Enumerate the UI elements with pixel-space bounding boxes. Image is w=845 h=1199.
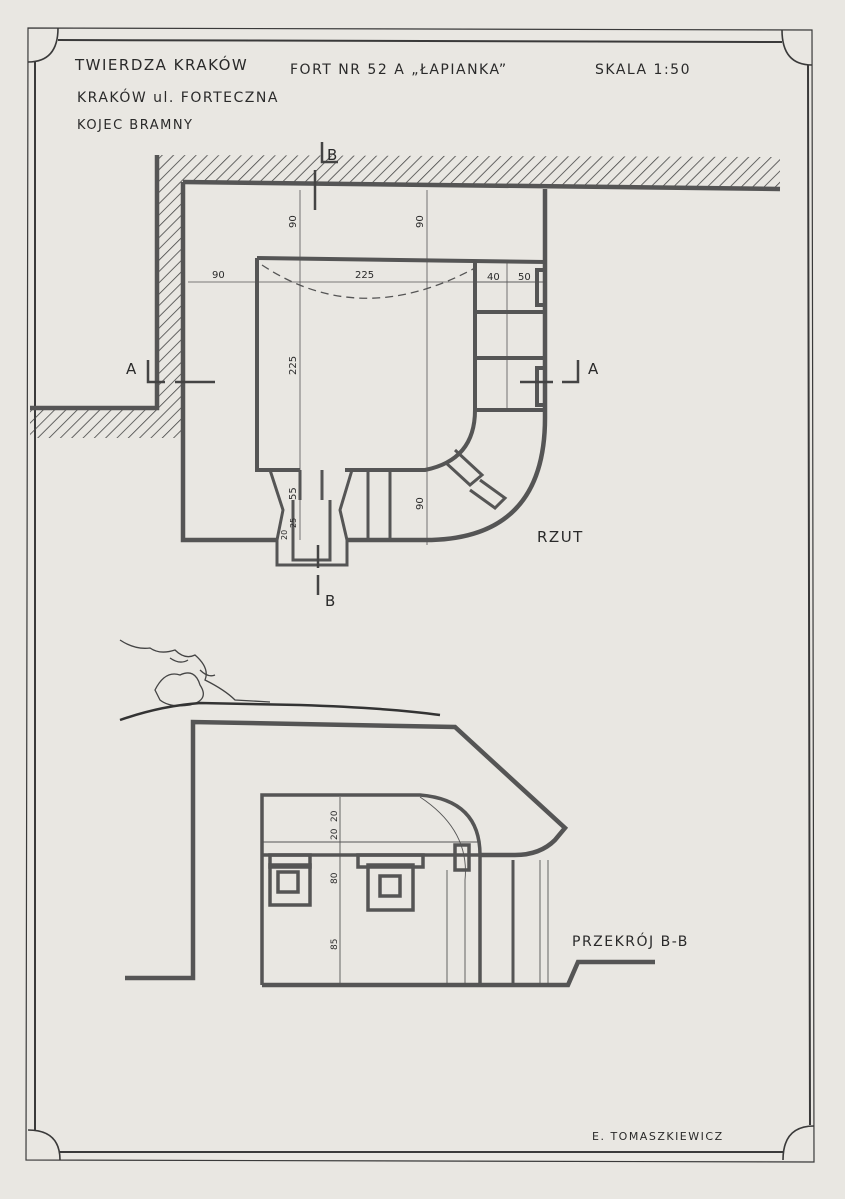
plan-dimensions: 90 225 40 50 90 90 225 55 25 20 90 (212, 215, 531, 540)
plan-view: A A B B 90 225 40 50 90 90 225 55 25 20 … (30, 142, 781, 610)
section-mark-b-bottom: B (325, 592, 335, 610)
title-address: KRAKÓW ul. FORTECZNA (77, 88, 279, 106)
section-view: 20 20 80 85 PRZEKRÓJ B-B (119, 639, 689, 988)
dim-section-20b: 20 (330, 828, 340, 840)
entrance (268, 469, 354, 567)
section-mark-b-top: B (327, 146, 337, 164)
dim-40: 40 (487, 272, 500, 283)
dim-90-vert-b: 90 (415, 215, 426, 228)
dim-55: 55 (288, 487, 299, 500)
dim-section-20a: 20 (330, 810, 340, 822)
dim-90-left: 90 (212, 270, 225, 281)
section-cut-marks (146, 142, 580, 595)
section-mark-a-right: A (588, 360, 599, 378)
ground-line (119, 701, 441, 722)
plan-construction-lines (188, 190, 545, 545)
sheet-border (25, 27, 815, 1163)
dim-90-vert-a: 90 (288, 215, 299, 228)
dim-25: 25 (289, 518, 298, 528)
dim-225-top: 225 (355, 270, 374, 281)
curved-niches (366, 448, 508, 542)
title-fortress: TWIERDZA KRAKÓW (74, 55, 248, 74)
dim-section-80: 80 (330, 872, 340, 884)
outer-walls (30, 155, 781, 543)
author-name: E. TOMASZKIEWICZ (592, 1130, 724, 1143)
section-dimensions: 20 20 80 85 (330, 810, 340, 950)
section-inner-chamber (260, 793, 482, 985)
title-object: KOJEC BRAMNY (77, 118, 194, 133)
section-outer-walls (125, 719, 655, 988)
title-block: TWIERDZA KRAKÓW FORT NR 52 A „ŁAPIANKA” … (74, 55, 691, 133)
section-construction-lines (262, 796, 549, 985)
dim-90-lower: 90 (415, 497, 426, 510)
plan-label: RZUT (537, 528, 584, 546)
title-scale: SKALA 1:50 (595, 62, 691, 78)
section-label: PRZEKRÓJ B-B (572, 932, 689, 950)
dim-50: 50 (518, 272, 531, 283)
dim-20: 20 (280, 530, 289, 540)
dim-225-vert: 225 (288, 356, 299, 375)
inner-room (255, 256, 547, 472)
dim-section-85: 85 (330, 939, 340, 950)
title-fort: FORT NR 52 A „ŁAPIANKA” (290, 62, 508, 78)
section-mark-a-left: A (126, 360, 137, 378)
